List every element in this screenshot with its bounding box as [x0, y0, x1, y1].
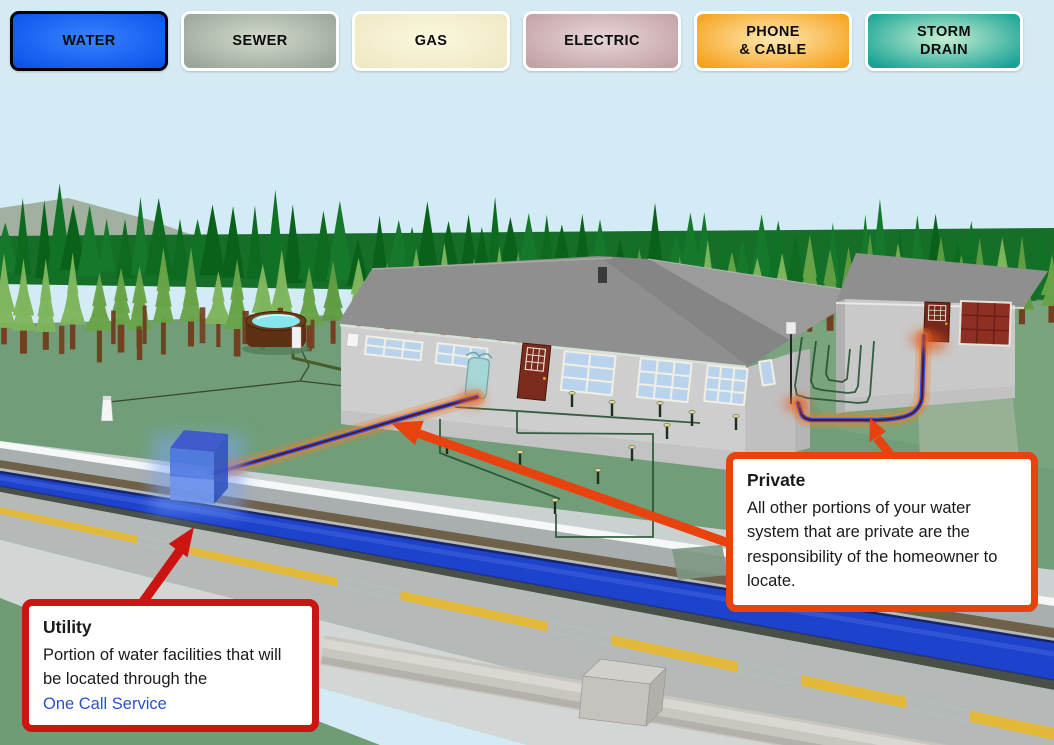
callout-arrows — [136, 418, 897, 609]
sprinkler-heads — [443, 391, 740, 514]
private-arrow-long — [391, 420, 739, 551]
storm-drain-pipe — [319, 635, 947, 745]
utility-callout-title: Utility — [43, 617, 92, 637]
front-door — [516, 342, 552, 402]
tab-electric[interactable]: ELECTRIC — [523, 11, 681, 71]
tab-gas[interactable]: GAS — [352, 11, 510, 71]
private-callout-body: All other portions of your water system … — [747, 498, 998, 591]
hot-tub — [242, 311, 310, 355]
chimney — [598, 267, 607, 283]
tab-phone-cable[interactable]: PHONE & CABLE — [694, 11, 852, 71]
utility-callout: Utility Portion of water facilities that… — [22, 599, 319, 732]
water-meter-box — [152, 430, 244, 514]
tab-storm-drain[interactable]: STORM DRAIN — [865, 11, 1023, 71]
private-callout-title: Private — [747, 470, 806, 490]
marker-post — [100, 395, 114, 422]
utility-arrow — [136, 527, 194, 609]
tab-sewer[interactable]: SEWER — [181, 11, 339, 71]
utility-callout-body: Portion of water facilities that will be… — [43, 645, 282, 689]
one-call-service-link[interactable]: One Call Service — [43, 694, 167, 713]
utility-vault-patch — [672, 545, 728, 580]
garage-door — [958, 299, 1013, 347]
irrigation-lines — [439, 336, 875, 538]
garage — [835, 253, 1048, 414]
tab-water[interactable]: WATER — [10, 11, 168, 71]
private-callout: Private All other portions of your water… — [726, 452, 1038, 612]
highlighted-water-service-lines — [206, 328, 948, 481]
